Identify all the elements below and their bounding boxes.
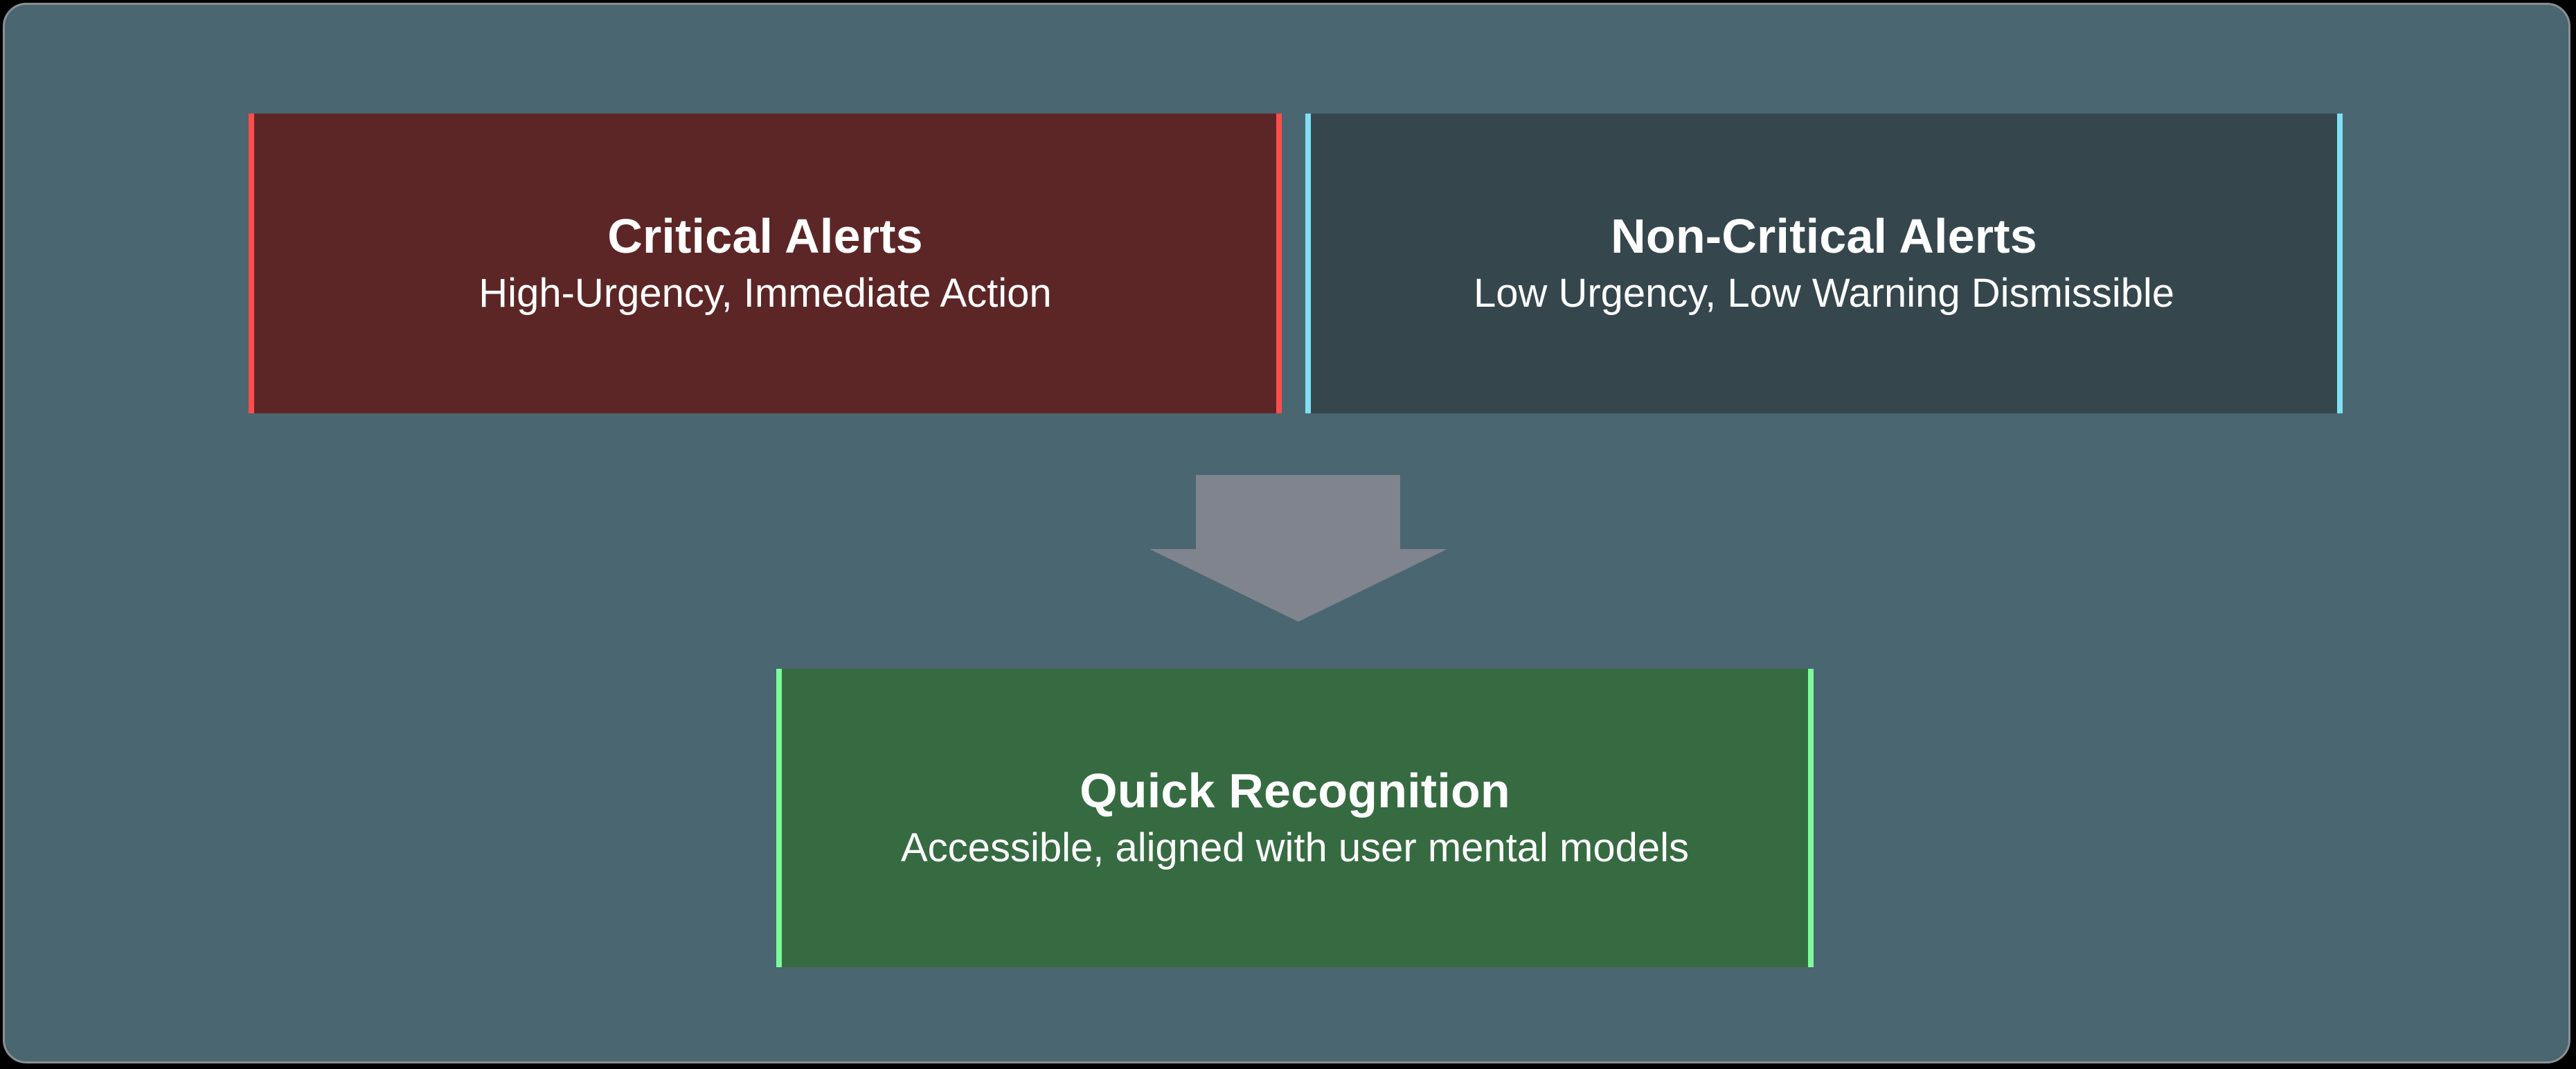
quick-recognition-subtitle: Accessible, aligned with user mental mod…	[901, 825, 1689, 871]
noncritical-accent-bar-right	[2337, 114, 2343, 413]
node-non-critical-alerts[interactable]: Non-Critical Alerts Low Urgency, Low War…	[1305, 114, 2343, 413]
arrow-down-icon	[1150, 475, 1447, 622]
outcome-accent-bar-left	[776, 669, 782, 967]
non-critical-alerts-subtitle: Low Urgency, Low Warning Dismissible	[1473, 271, 2175, 316]
non-critical-alerts-title: Non-Critical Alerts	[1611, 208, 2037, 263]
diagram-canvas: Critical Alerts High-Urgency, Immediate …	[3, 3, 2570, 1063]
quick-recognition-title: Quick Recognition	[1080, 763, 1510, 818]
critical-accent-bar-right	[1276, 114, 1282, 413]
node-critical-alerts[interactable]: Critical Alerts High-Urgency, Immediate …	[249, 114, 1282, 413]
critical-accent-bar-left	[249, 114, 254, 413]
critical-alerts-title: Critical Alerts	[607, 208, 923, 263]
critical-alerts-subtitle: High-Urgency, Immediate Action	[478, 271, 1052, 316]
outcome-accent-bar-right	[1808, 669, 1814, 967]
node-quick-recognition[interactable]: Quick Recognition Accessible, aligned wi…	[776, 669, 1814, 967]
noncritical-accent-bar-left	[1305, 114, 1311, 413]
